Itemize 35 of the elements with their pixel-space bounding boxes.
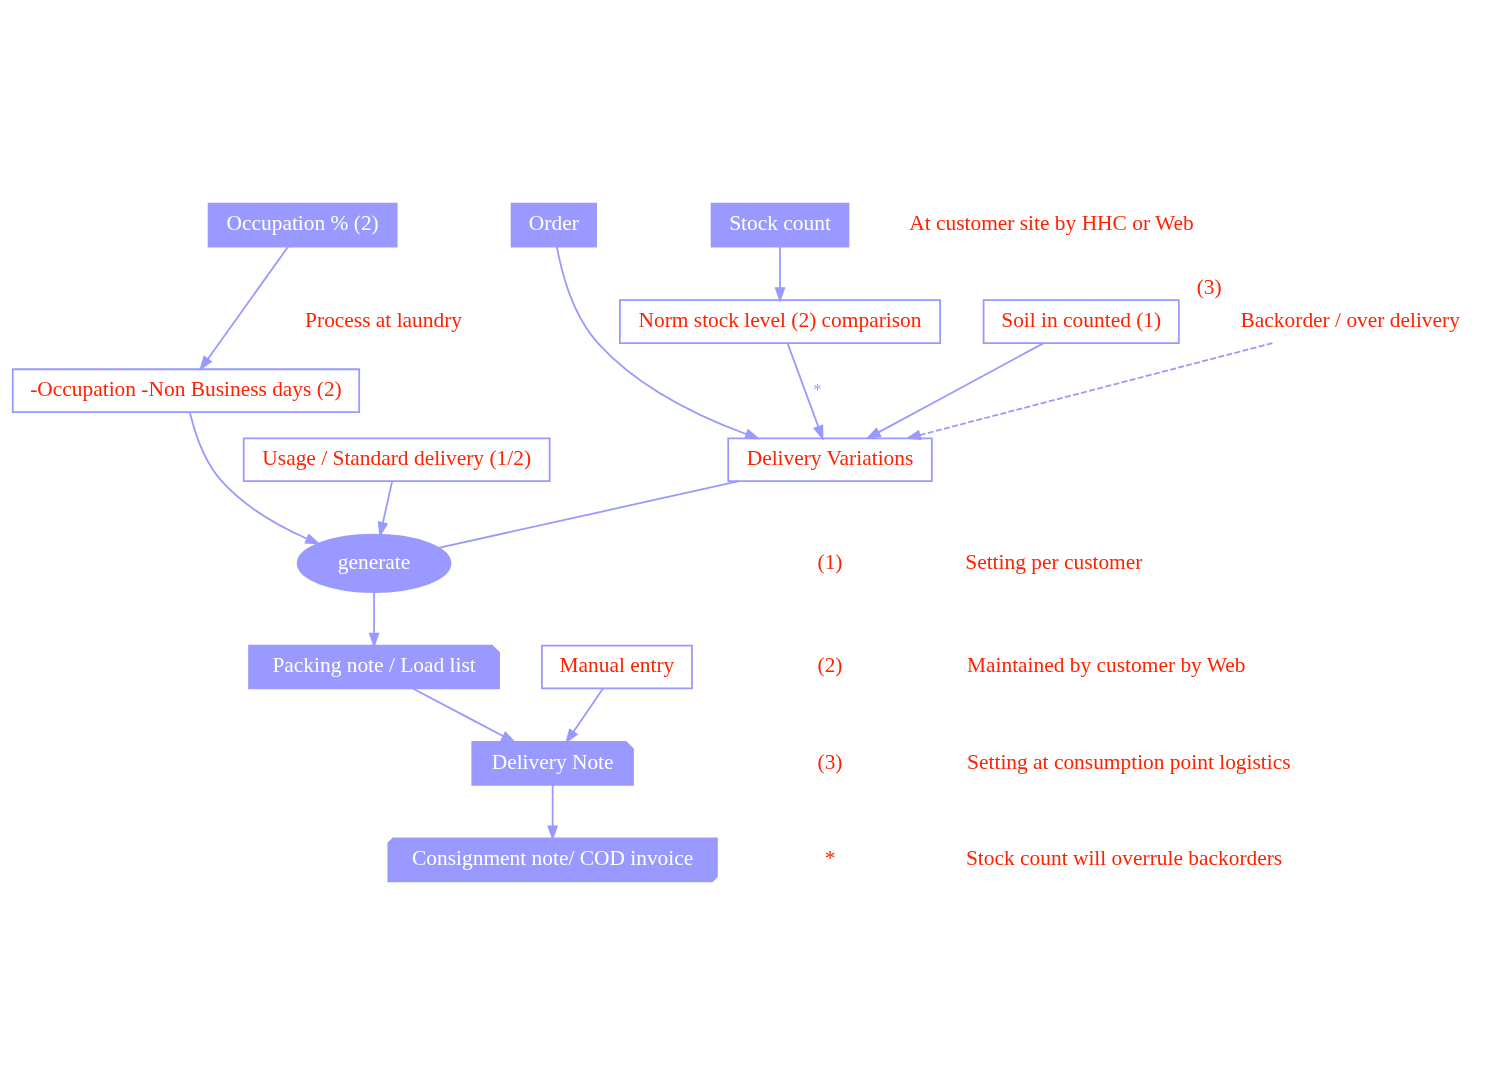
arrow <box>905 341 1274 440</box>
node-box: Stock count <box>710 202 850 247</box>
arrow <box>189 411 321 545</box>
label: (3) <box>817 749 843 774</box>
label: Setting at consumption point logistics <box>967 749 1291 774</box>
label: (2) <box>817 652 843 677</box>
arrow <box>774 245 786 303</box>
arrow <box>411 687 517 743</box>
label: Process at laundry <box>305 307 463 332</box>
arrow <box>547 783 559 841</box>
node-label: (3) <box>1196 274 1222 299</box>
node-text: Backorder / over delivery <box>1240 307 1460 332</box>
label: * <box>824 845 836 870</box>
arrow <box>865 341 1045 439</box>
label: (1) <box>817 549 843 574</box>
arrow <box>377 480 393 537</box>
node-box: -Occupation -Non Business days (2) <box>11 367 361 413</box>
node-box: Usage / Standard delivery (1/2) <box>242 436 551 482</box>
node-box: Soil in counted (1) <box>982 298 1180 344</box>
arrow <box>199 245 289 371</box>
node-box: Manual entry <box>541 644 693 689</box>
node-box: Norm stock level (2) comparison <box>619 298 942 344</box>
label: Stock count will overrule backorders <box>965 845 1283 870</box>
label: Setting per customer <box>965 549 1143 574</box>
arrow <box>556 245 761 439</box>
label: At customer site by HHC or Web <box>909 210 1194 235</box>
arrow <box>565 687 604 744</box>
arrow <box>368 590 380 648</box>
node-box: Order <box>510 202 597 247</box>
node-box: Delivery Variations <box>727 436 933 482</box>
edge-label: * <box>813 379 822 399</box>
node-box: Occupation % (2) <box>207 202 398 247</box>
arrow <box>786 342 824 441</box>
connector <box>437 479 740 549</box>
label: Maintained by customer by Web <box>966 652 1246 677</box>
